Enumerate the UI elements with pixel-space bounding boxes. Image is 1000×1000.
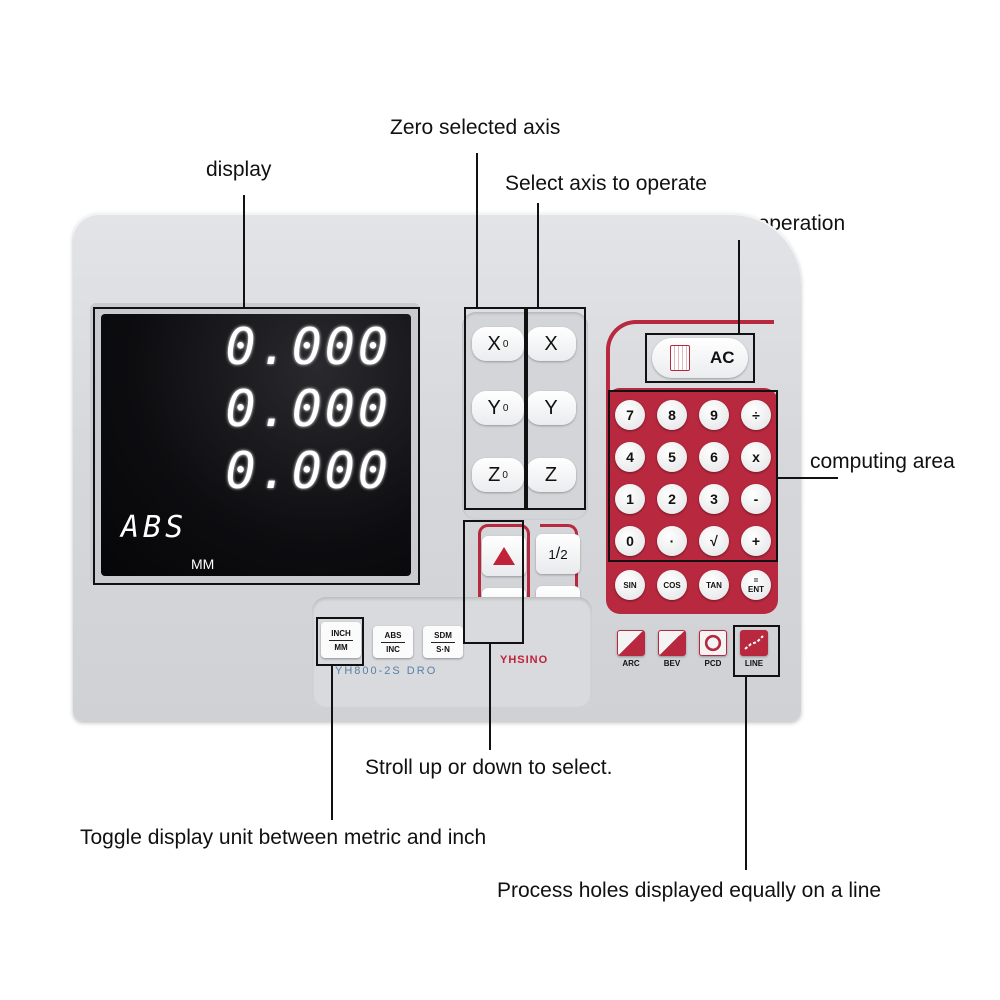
z-zero-sub: 0 [502, 469, 508, 481]
z-axis-button[interactable]: Z [526, 458, 576, 492]
callout-scroll: Stroll up or down to select. [365, 756, 613, 779]
z-readout: 0.000 [225, 442, 391, 500]
calc-key-2-1[interactable]: 2 [657, 484, 687, 514]
calc-key-1-1[interactable]: 5 [657, 442, 687, 472]
unit-highlight-box [316, 617, 364, 666]
calc-key-2-3[interactable]: - [741, 484, 771, 514]
y-axis-label: Y [544, 396, 558, 419]
func-key-label: BEV [663, 659, 681, 668]
callout-toggle-unit: Toggle display unit between metric and i… [80, 826, 487, 849]
computing-highlight-box [608, 390, 778, 562]
calc-key-0-2[interactable]: 9 [699, 400, 729, 430]
trig-key-2[interactable]: TAN [699, 570, 729, 600]
ac-label: AC [710, 348, 735, 367]
ac-highlight-box [645, 333, 755, 383]
calc-key-1-0[interactable]: 4 [615, 442, 645, 472]
x-axis-button[interactable]: X [526, 327, 576, 361]
line-icon [740, 630, 768, 656]
x-zero-sub: 0 [502, 338, 509, 350]
callout-computing: computing area [810, 450, 955, 473]
half-den: 2 [560, 546, 568, 562]
half-button[interactable]: 1/2 [536, 534, 580, 574]
func-key-bev[interactable]: BEV [657, 630, 687, 670]
func-key-label: PCD [704, 659, 722, 668]
calc-key-3-1[interactable]: · [657, 526, 687, 556]
func-key-line[interactable]: LINE [739, 630, 769, 670]
calc-key-0-0[interactable]: 7 [615, 400, 645, 430]
inch-mm-button[interactable]: INCH MM [321, 622, 361, 658]
func-key-arc[interactable]: ARC [616, 630, 646, 670]
line-holes-leader [745, 677, 747, 870]
line-highlight-box [733, 625, 780, 677]
y-zero-label: Y [487, 396, 501, 419]
sn-label: S·N [436, 644, 450, 654]
calc-key-1-2[interactable]: 6 [699, 442, 729, 472]
callout-line-holes: Process holes displayed equally on a lin… [497, 879, 882, 902]
ent-button[interactable]: =ENT [741, 570, 771, 600]
y-readout: 0.000 [225, 380, 391, 438]
calc-key-3-2[interactable]: √ [699, 526, 729, 556]
pcd-icon [699, 630, 727, 656]
calc-key-2-0[interactable]: 1 [615, 484, 645, 514]
inch-label: INCH [331, 628, 351, 638]
x-readout: 0.000 [225, 318, 391, 376]
mm-label: MM [334, 642, 348, 652]
display-leader [243, 195, 245, 307]
callout-select-axis: Select axis to operate [505, 172, 707, 195]
z-zero-label: Z [488, 463, 501, 486]
x-zero-label: X [487, 332, 501, 355]
computing-leader [778, 477, 838, 479]
y-zero-sub: 0 [502, 402, 509, 414]
toggle-unit-leader [331, 666, 333, 820]
select-axis-leader [537, 203, 539, 307]
func-key-label: ARC [622, 659, 640, 668]
calc-key-2-2[interactable]: 3 [699, 484, 729, 514]
half-num: 1 [548, 546, 556, 562]
func-key-label: LINE [744, 659, 764, 668]
zero-axis-highlight-box [464, 307, 526, 510]
model-label: YH800-2S DRO [335, 665, 438, 677]
arrow-up-icon [493, 547, 515, 565]
sdm-label: SDM [434, 630, 452, 640]
unit-indicator: MM [191, 556, 215, 572]
display-highlight-box [93, 307, 420, 585]
calculator-icon [670, 345, 690, 371]
func-key-pcd[interactable]: PCD [698, 630, 728, 670]
sdm-sn-button[interactable]: SDM S·N [423, 626, 463, 658]
bevel-icon [658, 630, 686, 656]
ac-button[interactable]: AC [652, 338, 748, 378]
zero-axis-leader [476, 153, 478, 307]
brand-logo: YHSINO [500, 654, 549, 666]
abs-label: ABS [384, 630, 402, 640]
trig-key-1[interactable]: COS [657, 570, 687, 600]
scroll-leader [489, 644, 491, 750]
mode-indicator: ABS [121, 510, 188, 545]
callout-zero-axis: Zero selected axis [390, 116, 561, 139]
arc-icon [617, 630, 645, 656]
ent-top: = [753, 576, 759, 585]
x-axis-label: X [544, 332, 558, 355]
calc-key-1-3[interactable]: x [741, 442, 771, 472]
y-axis-button[interactable]: Y [526, 391, 576, 425]
calc-key-3-3[interactable]: + [741, 526, 771, 556]
cancel-leader [738, 240, 740, 333]
scroll-up-button[interactable] [482, 536, 526, 576]
ent-bottom: ENT [748, 585, 764, 594]
calc-key-3-0[interactable]: 0 [615, 526, 645, 556]
z-axis-label: Z [544, 463, 558, 486]
trig-key-0[interactable]: SIN [615, 570, 645, 600]
display-screen: 0.000 0.000 0.000 ABS MM [101, 314, 411, 576]
calc-accent-arc [606, 320, 774, 404]
calc-key-0-1[interactable]: 8 [657, 400, 687, 430]
scroll-highlight-box [463, 520, 524, 644]
abs-inc-button[interactable]: ABS INC [373, 626, 413, 658]
calc-key-0-3[interactable]: ÷ [741, 400, 771, 430]
inc-label: INC [386, 644, 400, 654]
select-axis-highlight-box [526, 307, 586, 510]
callout-display: display [206, 158, 272, 181]
